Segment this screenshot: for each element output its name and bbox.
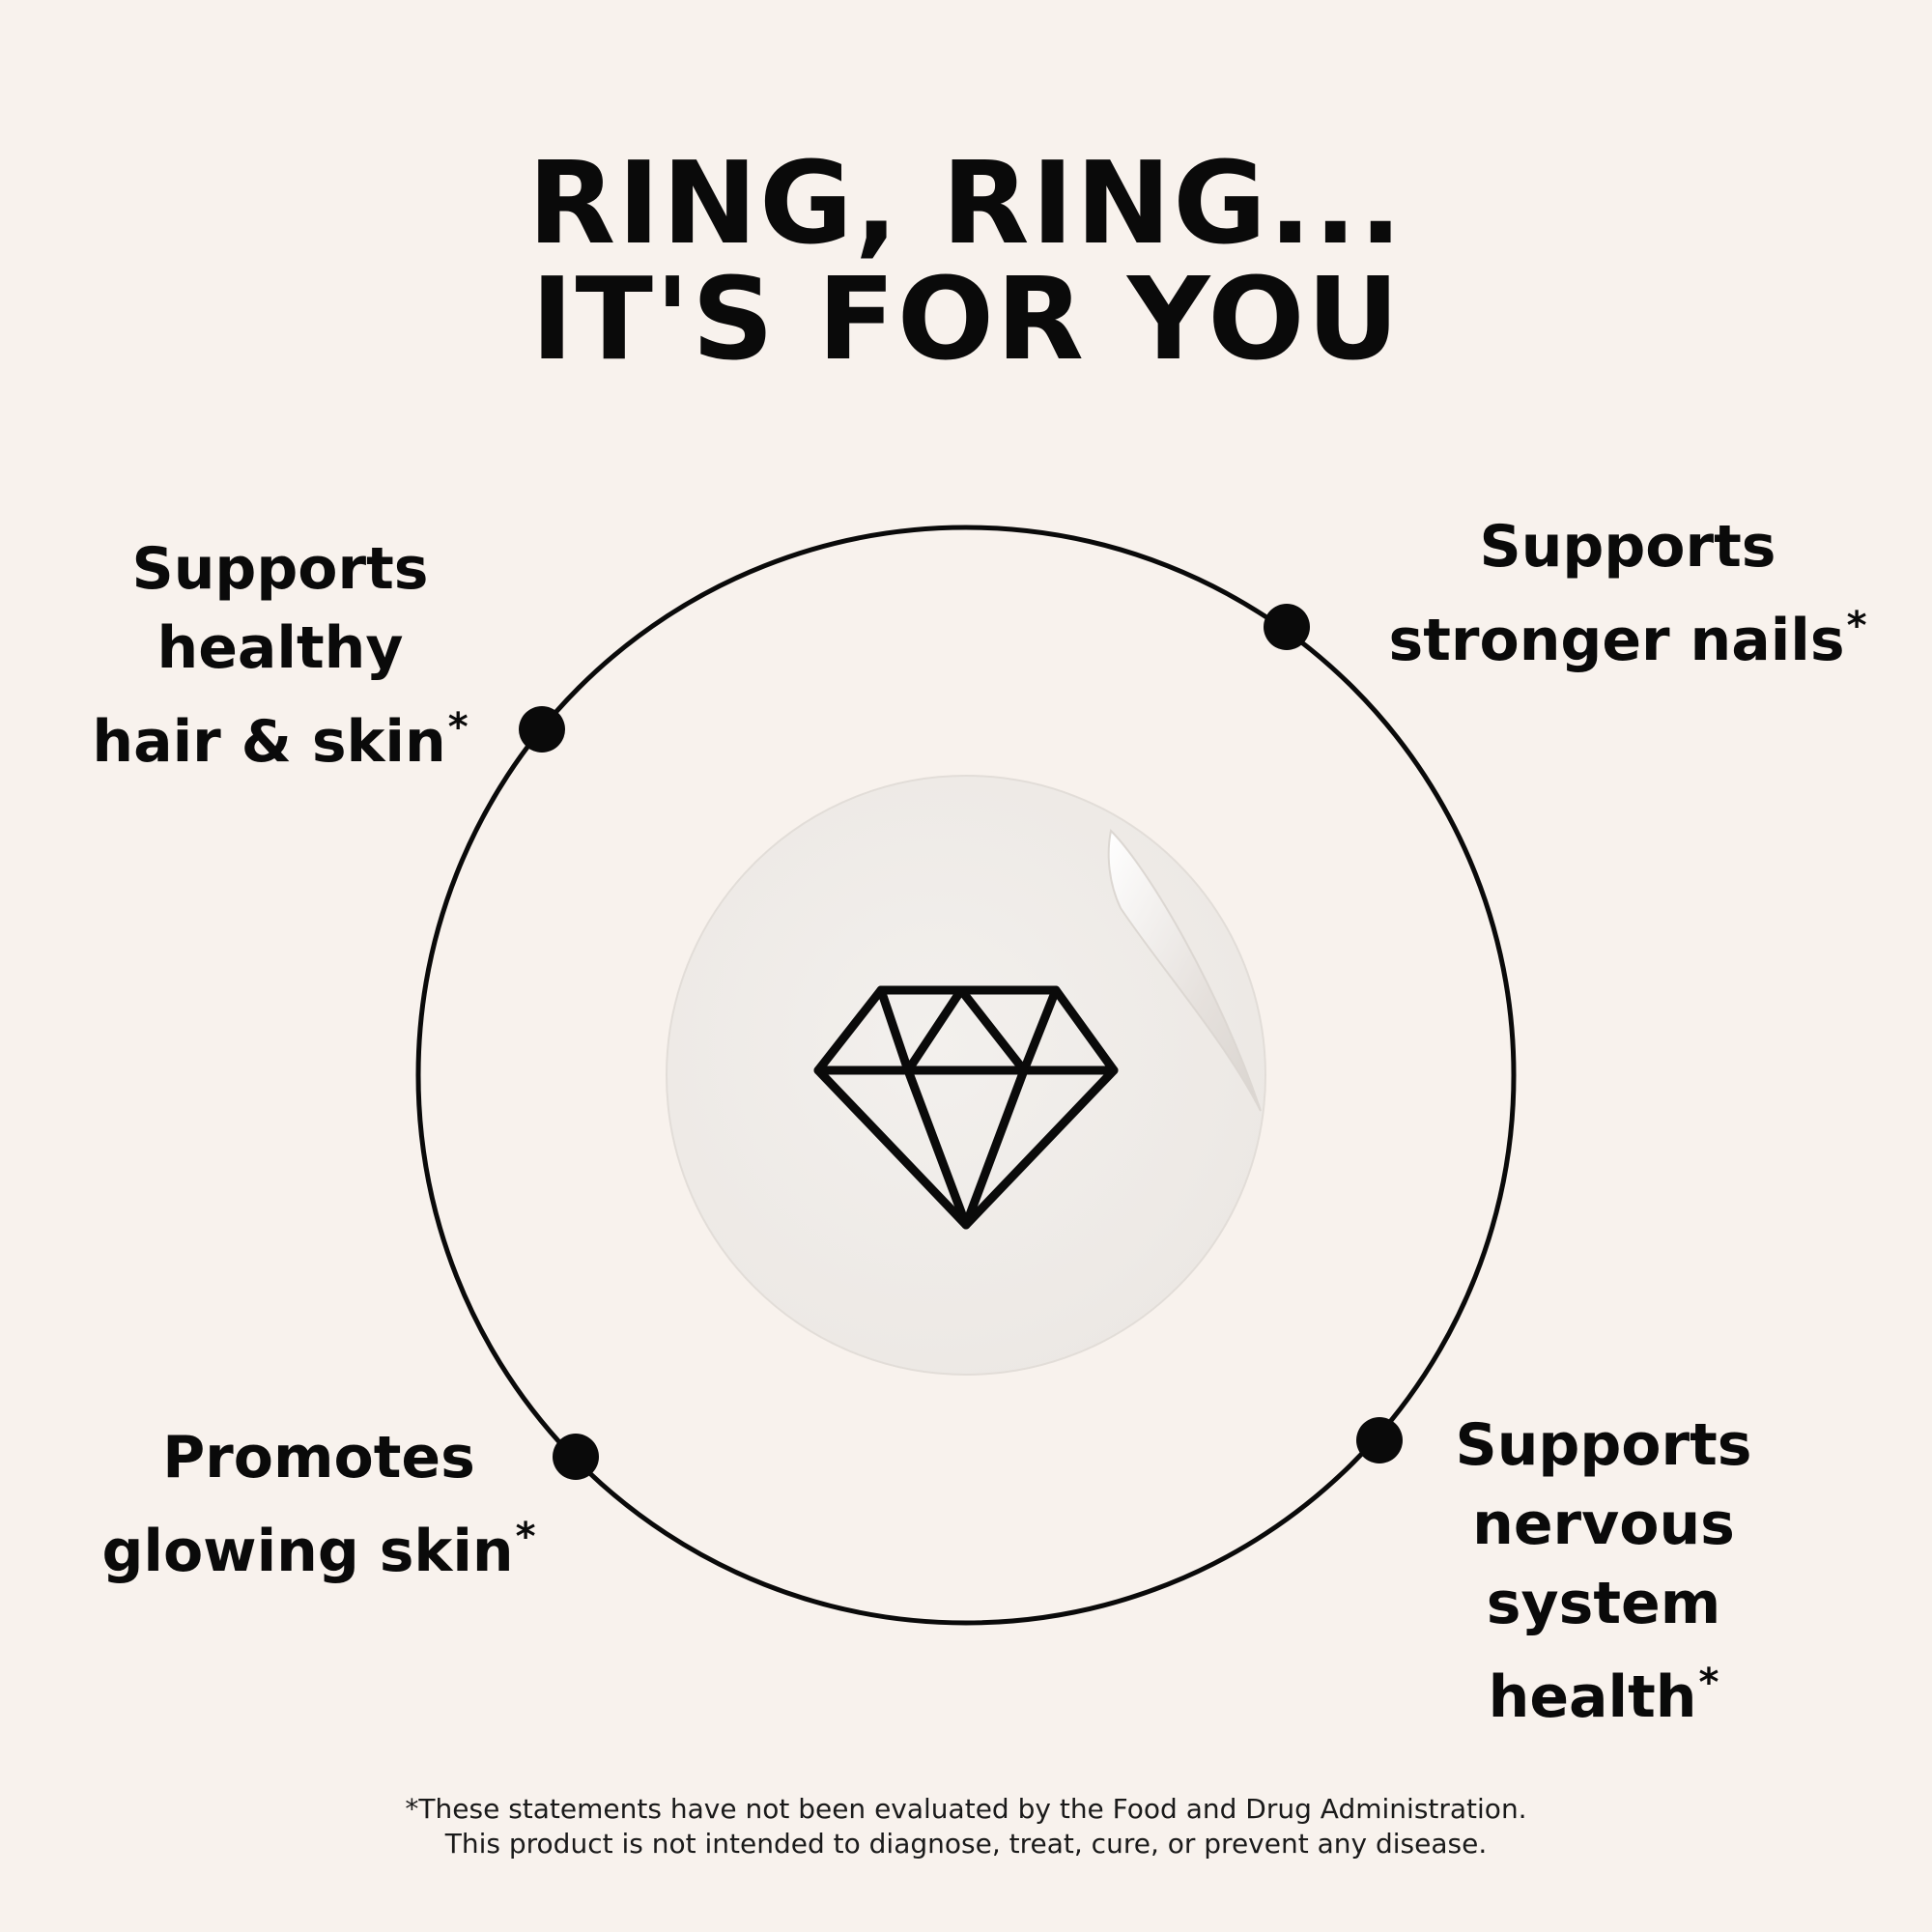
benefit-line: glowing skin (101, 1518, 514, 1585)
benefit-hair-skin: Supports healthy hair & skin* (68, 529, 493, 781)
headline: RING, RING... IT'S FOR YOU (0, 145, 1932, 377)
benefit-line: hair & skin (92, 708, 446, 776)
marker-dot-bottom-right (1356, 1417, 1403, 1463)
benefit-nervous-system: Supports nervous system health* (1430, 1406, 1777, 1737)
sticker (666, 775, 1266, 1376)
benefit-line: Promotes (162, 1424, 475, 1492)
disclaimer-line-1: *These statements have not been evaluate… (405, 1793, 1527, 1825)
benefit-line: healthy (156, 614, 404, 682)
diamond-icon (813, 985, 1119, 1230)
headline-line-1: RING, RING... (527, 136, 1405, 270)
benefit-line: nervous (1472, 1491, 1735, 1558)
marker-dot-bottom-left (553, 1434, 599, 1480)
benefit-line: health (1488, 1663, 1697, 1731)
disclaimer-line-2: This product is not intended to diagnose… (444, 1828, 1488, 1860)
marker-dot-top-right (1264, 604, 1310, 650)
marker-dot-top-left (519, 706, 565, 753)
fda-disclaimer: *These statements have not been evaluate… (0, 1792, 1932, 1861)
benefit-line: system (1486, 1570, 1721, 1637)
benefit-line: Supports (131, 535, 429, 603)
benefit-line: stronger nails (1388, 607, 1845, 674)
benefit-line: Supports (1455, 1411, 1752, 1479)
benefit-glowing-skin: Promotes glowing skin* (68, 1418, 570, 1591)
asterisk-mark: * (515, 1515, 536, 1559)
headline-line-2: IT'S FOR YOU (530, 252, 1402, 385)
outer-ring (415, 525, 1517, 1626)
asterisk-mark: * (1698, 1661, 1719, 1705)
asterisk-mark: * (447, 705, 469, 750)
asterisk-mark: * (1846, 604, 1867, 648)
benefit-nails: Supports stronger nails* (1372, 507, 1884, 680)
benefit-line: Supports (1479, 513, 1776, 581)
